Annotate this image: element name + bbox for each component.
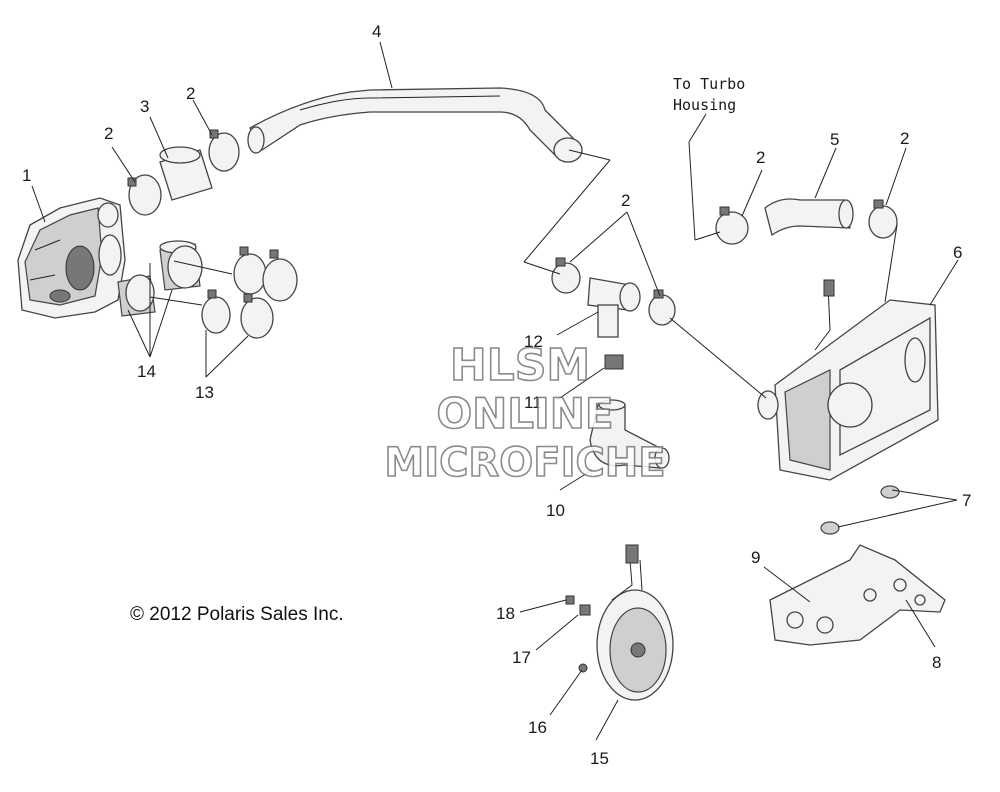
callout-17: 17	[512, 648, 531, 667]
callout-14: 14	[137, 362, 156, 381]
callout-13: 13	[195, 383, 214, 402]
callout-1: 1	[22, 166, 31, 185]
callout-2: 2	[104, 124, 113, 143]
hose-clamps-13	[201, 246, 298, 339]
copyright-text: © 2012 Polaris Sales Inc.	[130, 604, 344, 625]
intercooler	[757, 279, 939, 481]
bracket	[769, 544, 946, 646]
callout-15: 15	[590, 749, 609, 768]
callout-16: 16	[528, 718, 547, 737]
callout-12: 12	[524, 332, 543, 351]
coupler-3	[127, 129, 240, 216]
callout-8: 8	[932, 653, 941, 672]
turbo-note-line2: Housing	[673, 96, 736, 114]
turbo-note-line1: To Turbo	[673, 75, 745, 93]
callout-2: 2	[756, 148, 765, 167]
grommets	[820, 485, 900, 535]
watermark: HLSM ONLINE MICROFICHE	[384, 339, 667, 487]
callout-3: 3	[140, 97, 149, 116]
callout-5: 5	[830, 130, 839, 149]
callout-6: 6	[953, 243, 962, 262]
cooling-fan	[565, 544, 674, 701]
callout-labels: 1 2 2 3 4 2 5 2 6 2 12 11 10 14 13 7 9 8…	[22, 22, 971, 768]
watermark-line1: HLSM	[450, 340, 590, 391]
rubber-couplers	[117, 240, 203, 317]
callout-11: 11	[524, 393, 542, 412]
valve-assembly	[589, 354, 670, 469]
airbox-housing	[17, 197, 126, 319]
leader-lines	[31, 41, 959, 741]
intake-tube	[247, 87, 583, 163]
callout-9: 9	[751, 548, 760, 567]
hose-5	[715, 198, 898, 245]
callout-2: 2	[900, 129, 909, 148]
callout-2: 2	[186, 84, 195, 103]
callout-7: 7	[962, 491, 971, 510]
watermark-line2: ONLINE	[436, 389, 613, 438]
callout-18: 18	[496, 604, 515, 623]
watermark-line3: MICROFICHE	[384, 440, 665, 486]
callout-10: 10	[546, 501, 565, 520]
callout-4: 4	[372, 22, 381, 41]
callout-2: 2	[621, 191, 630, 210]
tee-fitting	[551, 257, 676, 338]
